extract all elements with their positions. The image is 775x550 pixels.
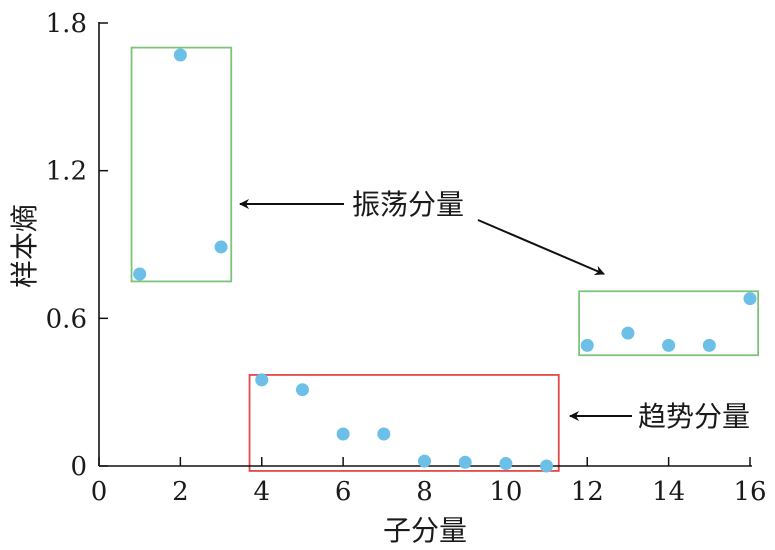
data-point (255, 373, 269, 387)
x-tick-label: 8 (416, 477, 433, 507)
annotation-trend-label: 趋势分量 (638, 400, 750, 433)
y-tick-label: 0.6 (46, 304, 87, 334)
group-box-2 (578, 290, 760, 357)
group-box-3 (248, 374, 560, 472)
data-point (336, 427, 350, 441)
x-tick-label: 6 (335, 477, 352, 507)
annotation-trend: 趋势分量 (569, 400, 750, 433)
x-tick-label: 16 (733, 477, 766, 507)
annotation-oscillation: 振荡分量 (239, 188, 605, 276)
x-tick-label: 2 (172, 477, 189, 507)
y-axis-title: 样本熵 (8, 204, 41, 288)
data-point (133, 267, 147, 281)
data-point (702, 338, 716, 352)
data-point (621, 326, 635, 340)
group-box-1 (130, 46, 233, 283)
group-boxes (130, 46, 760, 472)
data-point (418, 454, 431, 468)
data-point (540, 459, 554, 473)
x-tick-label: 0 (91, 477, 108, 507)
data-point (662, 338, 676, 352)
x-tick-label: 4 (253, 477, 270, 507)
data-point (580, 338, 594, 352)
data-points (133, 48, 757, 473)
ticks: 0 2 4 6 8 10 12 14 16 0 0.6 1.2 1.8 (46, 9, 767, 507)
x-tick-label: 14 (652, 477, 685, 507)
data-point (499, 457, 513, 471)
data-point (214, 240, 228, 254)
data-point (295, 383, 309, 397)
y-tick-label: 1.2 (46, 157, 87, 187)
data-point (458, 455, 472, 469)
x-tick-label: 12 (571, 477, 604, 507)
data-point (173, 48, 187, 62)
arrow-to-group-2 (477, 219, 605, 276)
y-tick-label: 1.8 (46, 9, 87, 39)
x-axis-title: 子分量 (383, 514, 467, 547)
data-point (377, 427, 391, 441)
y-tick-label: 0 (70, 452, 87, 482)
annotation-oscillation-label: 振荡分量 (352, 188, 464, 221)
data-point (743, 292, 757, 306)
x-tick-label: 10 (489, 477, 522, 507)
